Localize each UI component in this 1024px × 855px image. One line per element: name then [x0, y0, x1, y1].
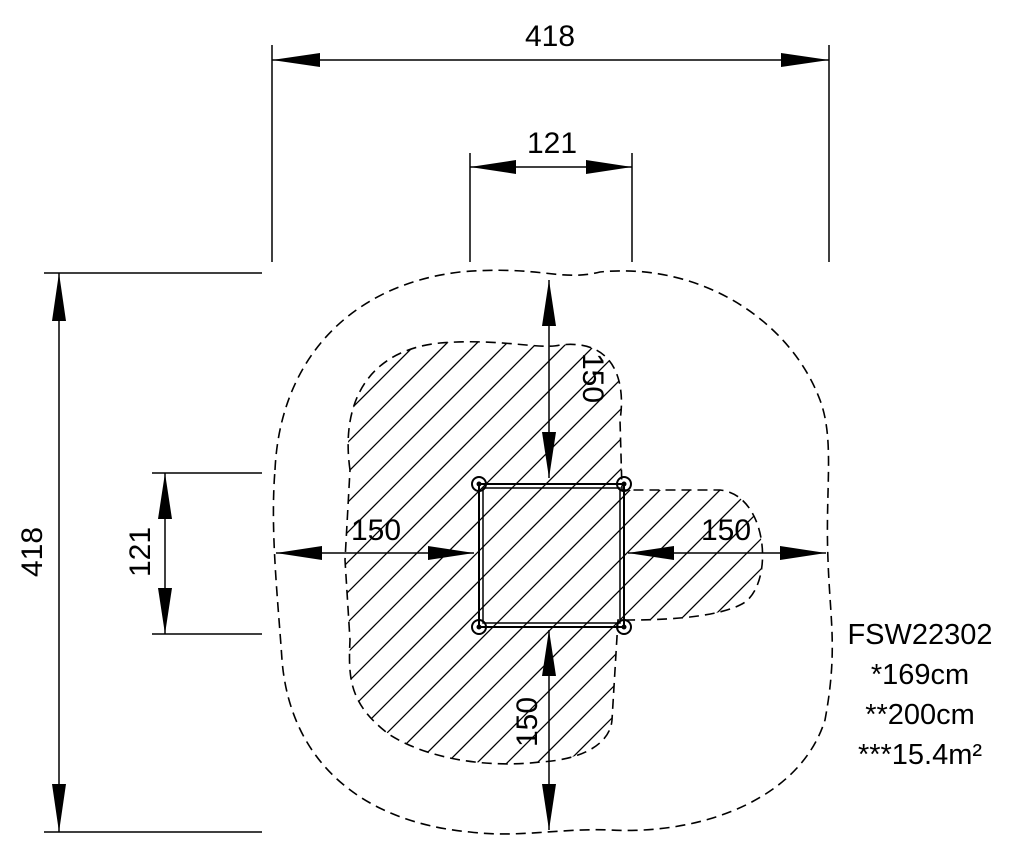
clearance-bottom-dimension: 150 [511, 630, 556, 830]
frame-depth-dimension: 121 [124, 472, 262, 635]
hatch-line [345, 341, 761, 764]
clearance-right-label: 150 [701, 514, 751, 547]
clearance-top-dimension: 150 [542, 280, 609, 478]
hatch-line [345, 341, 551, 764]
clearance-left-dimension: 150 [276, 514, 474, 560]
frame-width-dimension: 121 [469, 127, 633, 262]
clearance-right-dimension: 150 [628, 514, 826, 560]
clearance-top-label: 150 [576, 353, 609, 403]
hatch-line [349, 341, 763, 764]
product-code: FSW22302 [847, 619, 993, 651]
overall-depth-dimension: 418 [16, 272, 262, 833]
frame-width-label: 121 [527, 127, 577, 160]
hatch-line [345, 341, 461, 764]
hatch-line [345, 341, 581, 764]
hatch-line [439, 341, 763, 764]
hatch-line [379, 341, 763, 764]
free-height-of-fall: *169cm [870, 659, 970, 691]
hatch-line [345, 341, 401, 764]
equipment-frame [471, 476, 632, 635]
hatch-line [469, 341, 763, 764]
overall-depth-label: 418 [16, 527, 49, 577]
product-info: FSW22302 *169cm **200cm ***15.4m² [820, 615, 1020, 775]
hatch-line [345, 341, 641, 764]
fall-zone-outline [344, 340, 764, 765]
overall-height: **200cm [865, 699, 975, 731]
hatch-line [345, 341, 521, 764]
hatch-line [499, 341, 763, 764]
clearance-bottom-label: 150 [511, 697, 544, 747]
frame-depth-label: 121 [124, 527, 157, 577]
clearance-left-label: 150 [351, 514, 401, 547]
hatch-line [345, 341, 431, 764]
hatch-line [345, 341, 611, 764]
hatch-line [345, 341, 671, 764]
hatch-line [345, 341, 763, 764]
hatch-line [345, 341, 491, 764]
impact-area: ***15.4m² [857, 739, 983, 771]
overall-width-dimension: 418 [271, 20, 830, 262]
overall-width-label: 418 [525, 20, 575, 53]
